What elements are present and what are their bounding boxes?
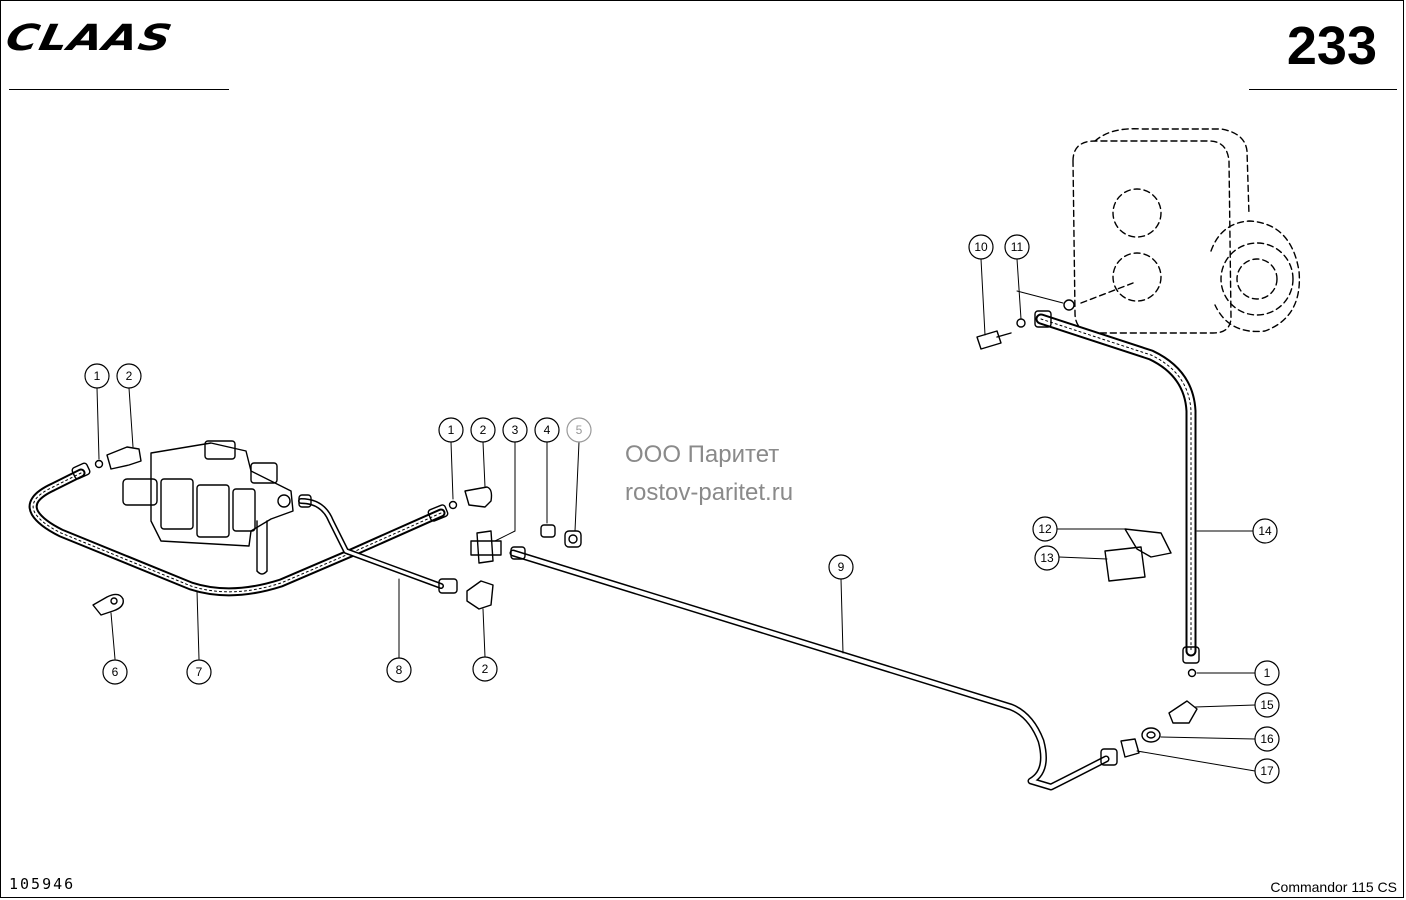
o-ring-1b <box>448 500 458 510</box>
header-rule-right <box>1249 89 1397 90</box>
callout-1c-label: 1 <box>1264 666 1271 680</box>
callout-8-circle <box>386 657 412 683</box>
callout-14-circle <box>1252 518 1278 544</box>
hose-14 <box>1034 310 1200 664</box>
callout-9-circle <box>828 554 854 580</box>
o-ring-11 <box>1016 318 1026 328</box>
callout-16-circle <box>1254 726 1280 752</box>
callout-10-circle <box>968 234 994 260</box>
callout-15-circle <box>1254 692 1280 718</box>
control-valve-block <box>122 440 294 575</box>
callout-4-circle <box>534 417 560 443</box>
callout-2c-label: 2 <box>482 662 489 676</box>
callout-6-label: 6 <box>112 665 119 679</box>
elbow-fitting-2c <box>466 580 494 610</box>
seal-ring-16 <box>1141 727 1161 743</box>
callout-5-label: 5 <box>576 423 583 437</box>
pipe-9 <box>509 546 1118 791</box>
pipe-8 <box>298 494 458 594</box>
callout-7-circle <box>186 659 212 685</box>
callout-3-label: 3 <box>512 423 519 437</box>
elbow-fitting-15 <box>1168 700 1198 724</box>
callout-1c-circle <box>1254 660 1280 686</box>
watermark-url: rostov-paritet.ru <box>625 479 794 506</box>
bolt-10 <box>976 330 1012 350</box>
callout-8-label: 8 <box>396 663 403 677</box>
callout-14-label: 14 <box>1258 524 1272 538</box>
callout-2c-circle <box>472 656 498 682</box>
o-ring-1c <box>1187 668 1197 678</box>
nut-5 <box>564 530 582 548</box>
callout-7-label: 7 <box>196 665 203 679</box>
pump-outline <box>1072 128 1301 334</box>
document-number: 105946 <box>9 875 76 893</box>
callout-10-label: 10 <box>974 240 988 254</box>
tee-fitting-3 <box>470 530 502 564</box>
callout-3-circle <box>502 417 528 443</box>
o-ring-1a <box>94 459 104 469</box>
callout-2a-label: 2 <box>126 369 133 383</box>
callout-6-circle <box>102 659 128 685</box>
callout-15-label: 15 <box>1260 698 1274 712</box>
callout-2a-circle <box>116 363 142 389</box>
nut-4 <box>540 524 556 538</box>
page-number: 233 <box>1286 16 1377 76</box>
clamp-13 <box>1104 546 1146 582</box>
hose-7 <box>28 462 449 597</box>
callout-5-circle <box>566 417 592 443</box>
callout-1b-circle <box>438 417 464 443</box>
callout-16-label: 16 <box>1260 732 1274 746</box>
elbow-fitting-2b <box>464 486 493 508</box>
callout-17-label: 17 <box>1260 764 1274 778</box>
callout-12-label: 12 <box>1038 522 1052 536</box>
callout-12-circle <box>1032 516 1058 542</box>
bracket-12 <box>1124 528 1172 558</box>
watermark-company: ООО Паритет <box>625 441 780 468</box>
callout-13-label: 13 <box>1040 551 1054 565</box>
callout-9-label: 9 <box>838 560 845 574</box>
callout-1b-label: 1 <box>448 423 455 437</box>
callout-1a-circle <box>84 363 110 389</box>
nut-17 <box>1120 738 1140 758</box>
header-rule-left <box>9 89 229 90</box>
callout-4-label: 4 <box>544 423 551 437</box>
callout-11-label: 11 <box>1011 240 1024 254</box>
callout-2b-circle <box>470 417 496 443</box>
callout-2b-label: 2 <box>480 423 487 437</box>
callout-13-circle <box>1034 545 1060 571</box>
clamp-6 <box>92 593 124 616</box>
callout-17-circle <box>1254 758 1280 784</box>
model-name: Commandor 115 CS <box>1270 879 1397 895</box>
elbow-fitting-2a <box>106 446 142 470</box>
callout-11-circle <box>1004 234 1030 260</box>
callout-1a-label: 1 <box>94 369 101 383</box>
